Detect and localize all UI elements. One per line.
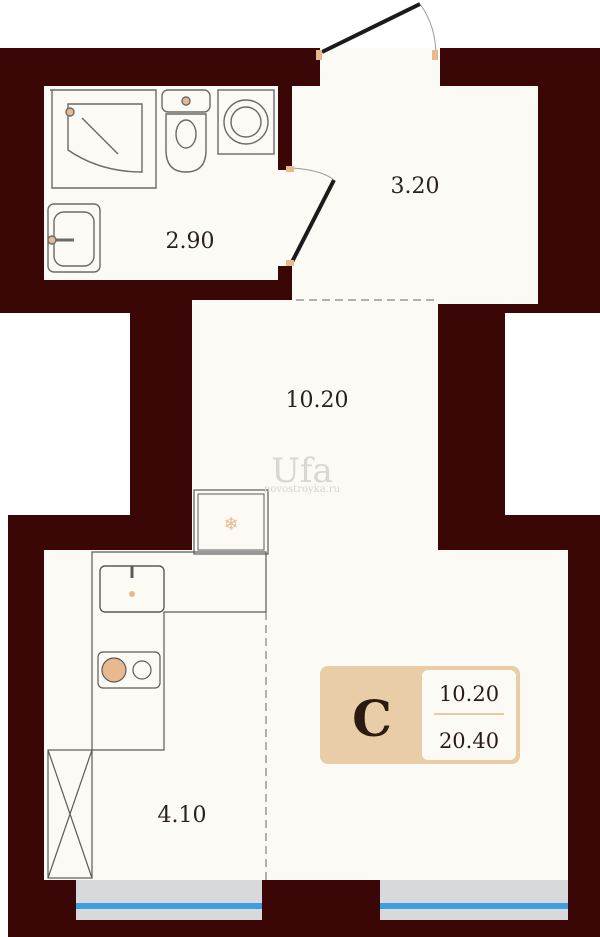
watermark-logo: Ufa <box>271 451 333 491</box>
window-left-glass <box>76 903 262 909</box>
hall-floor <box>292 86 538 304</box>
bathroom-floor <box>44 86 278 280</box>
badge-total-area: 20.40 <box>439 729 499 753</box>
toilet <box>161 89 211 173</box>
cooktop <box>97 651 161 689</box>
bathroom-door <box>286 166 336 266</box>
badge-values-panel <box>422 670 516 760</box>
balcony-cabinet <box>47 749 93 879</box>
washing-machine <box>217 89 275 155</box>
bath-sink <box>47 203 101 273</box>
snowflake-icon: ❄ <box>223 514 238 535</box>
entrance-door <box>316 2 438 60</box>
shower-tray <box>50 89 157 189</box>
hall-entry-opening <box>320 48 440 88</box>
fridge: ❄ <box>193 489 269 555</box>
kitchen-sink <box>99 565 165 613</box>
apartment-badge: C 10.20 20.40 <box>320 666 520 764</box>
bathroom-area-label: 2.90 <box>166 229 215 254</box>
window-left-frame <box>76 880 262 920</box>
window-right-glass <box>380 903 568 909</box>
window-right-frame <box>380 880 568 920</box>
hall-area-label: 3.20 <box>391 174 440 199</box>
bath-door-opening <box>276 170 294 266</box>
windows <box>76 880 568 920</box>
living-area-label: 10.20 <box>286 388 349 413</box>
watermark-site: novostroyka.ru <box>264 484 341 495</box>
watermark: Ufa novostroyka.ru <box>264 451 341 495</box>
badge-letter: C <box>352 689 392 748</box>
badge-living-area: 10.20 <box>439 682 499 706</box>
kitchen-area-label: 4.10 <box>158 803 207 828</box>
